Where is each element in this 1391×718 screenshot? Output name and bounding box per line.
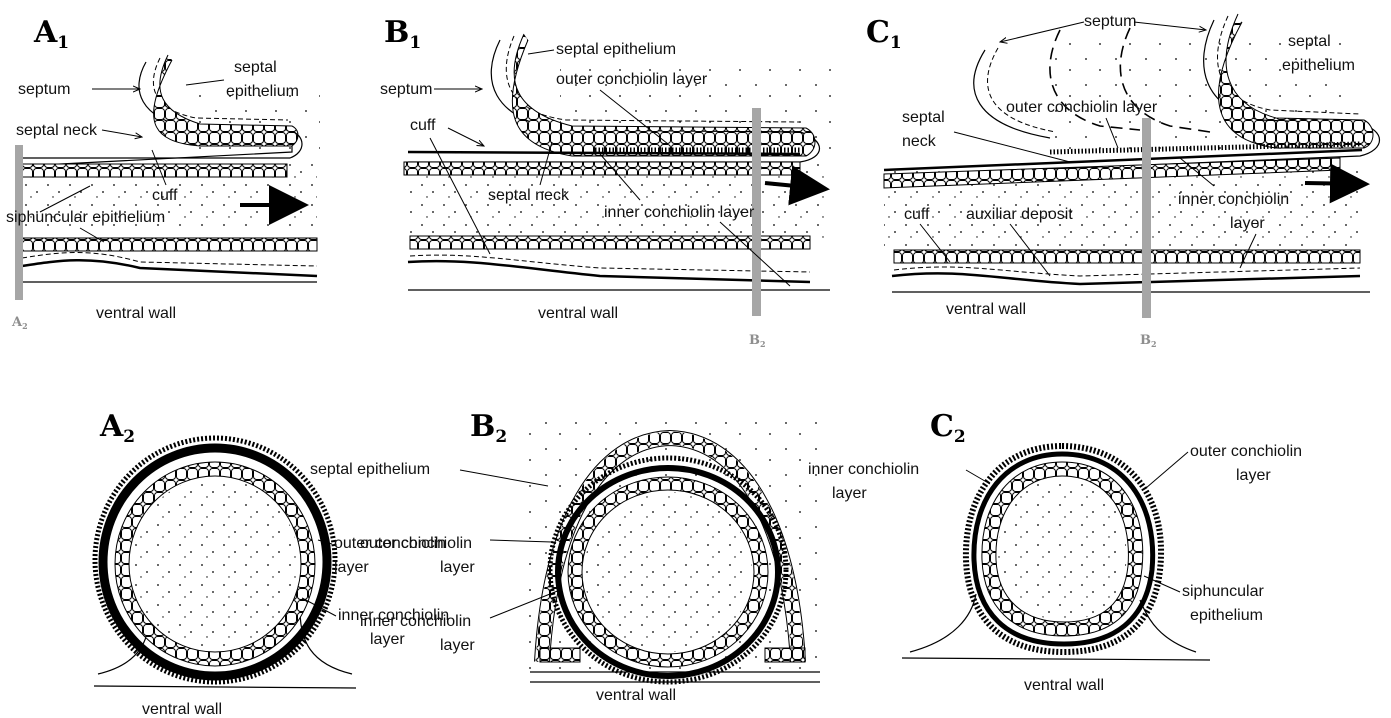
label-septal-neck-c1-l2: neck (902, 133, 937, 150)
label-cuff-a1: cuff (152, 187, 178, 204)
septum-old-layer-c1 (988, 48, 1056, 132)
label-outer-conchiolin-b2-l1: outer conchiolin (360, 535, 472, 552)
panel-b1-title: B1 (384, 15, 421, 53)
section-line-b2-c1 (1142, 118, 1151, 318)
siphuncle-lumen-dots-b2 (584, 492, 752, 652)
leader-cuff-b1 (448, 128, 484, 146)
label-inner-conchiolin-b2-l1: inner conchiolin (360, 613, 471, 630)
leader-septal-neck-a1 (102, 130, 142, 137)
label-outer-conchiolin-c2-l2: layer (1236, 467, 1271, 484)
panel-c1-title: C1 (866, 15, 902, 53)
section-label-a2: A2 (11, 315, 28, 331)
label-siphuncular-epithelium-a1: siphuncular epithelium (6, 209, 165, 226)
panel-a1: A1 A2 septum septal epithelium septal ne… (6, 15, 320, 331)
siphuncular-epithelium-upper-a1 (22, 164, 287, 177)
label-ventral-wall-c2: ventral wall (1024, 677, 1104, 694)
cuff-lower-a1 (22, 253, 317, 267)
septal-foot-left-b2 (540, 648, 580, 662)
label-inner-conchiolin-c2-l1: inner conchiolin (808, 461, 919, 478)
siphuncle-lumen-dots-a2 (131, 478, 299, 650)
label-ventral-wall-a2: ventral wall (142, 701, 222, 718)
label-cuff-b1: cuff (410, 117, 436, 134)
siphuncular-epithelium-upper-b1 (404, 162, 800, 175)
leader-septum-c1-right (1134, 22, 1206, 30)
label-septum-c1: septum (1084, 13, 1136, 30)
label-septal-epithelium-a1-l2: epithelium (226, 83, 299, 100)
panel-c2-title: C2 (930, 409, 966, 447)
panel-b2: B2 septal epithelium outer conchiolin la… (310, 409, 820, 704)
ventral-wall-base-a2 (94, 686, 356, 688)
label-septal-epithelium-b1: septal epithelium (556, 41, 676, 58)
label-septal-neck-a1: septal neck (16, 122, 98, 139)
ventral-wall-line-b1 (408, 261, 810, 282)
label-inner-conchiolin-b1: inner conchiolin layer (604, 204, 755, 221)
leader-septal-epithelium-b1 (528, 50, 554, 54)
septum-old-c1 (974, 50, 1050, 138)
label-ventral-wall-b1: ventral wall (538, 305, 618, 322)
label-ventral-wall-c1: ventral wall (946, 301, 1026, 318)
septal-foot-right-b2 (765, 648, 805, 662)
panel-b1: B1 B2 septal epithelium septum outer con… (380, 15, 840, 349)
label-outer-conchiolin-b2-l2: layer (440, 559, 475, 576)
label-outer-conchiolin-a2-l2: layer (334, 559, 369, 576)
panel-b2-title: B2 (470, 409, 507, 447)
siphuncular-epithelium-lower-b1 (410, 236, 810, 249)
label-ventral-wall-a1: ventral wall (96, 305, 176, 322)
section-label-b2-c1: B2 (1140, 333, 1157, 349)
panel-c2: C2 inner conchiolin layer outer conchiol… (808, 409, 1302, 694)
label-outer-conchiolin-c1: outer conchiolin layer (1006, 99, 1158, 116)
label-outer-conchiolin-b1: outer conchiolin layer (556, 71, 708, 88)
label-outer-conchiolin-c2-l1: outer conchiolin (1190, 443, 1302, 460)
label-cuff-c1: cuff (904, 206, 930, 223)
panel-a1-title: A1 (33, 15, 69, 53)
label-septum-a1: septum (18, 81, 70, 98)
label-inner-conchiolin-c2-l2: layer (832, 485, 867, 502)
siphuncular-epithelium-lower-a1 (22, 238, 317, 251)
panel-a2: A2 outer conchiolin layer inner conchiol… (94, 409, 449, 718)
leader-outer-conchiolin-c2 (1146, 452, 1188, 488)
label-septal-epithelium-c1-l2: epithelium (1282, 57, 1355, 74)
cuff-lower-b1 (410, 255, 810, 272)
leader-septal-epithelium-a1 (186, 80, 224, 85)
label-ventral-wall-b2: ventral wall (596, 687, 676, 704)
siphuncle-lumen-dots-c2 (998, 478, 1127, 620)
section-label-b2-b1: B2 (749, 333, 766, 349)
leader-inner-conchiolin-c2 (966, 470, 990, 484)
label-inner-conchiolin-a2-l2: layer (370, 631, 405, 648)
label-siphuncular-epithelium-c2-l2: epithelium (1190, 607, 1263, 624)
label-septal-neck-b1: septal neck (488, 187, 570, 204)
label-septal-epithelium-b2: septal epithelium (310, 461, 430, 478)
ventral-wall-base-c2 (902, 658, 1210, 660)
label-septal-epithelium-c1-l1: septal (1288, 33, 1331, 50)
label-inner-conchiolin-c1-l1: inner conchiolin (1178, 191, 1289, 208)
panel-c1: C1 B2 septum septal epithelium outer con… (866, 13, 1380, 349)
label-inner-conchiolin-c1-l2: layer (1230, 215, 1265, 232)
panel-a2-title: A2 (99, 409, 135, 447)
label-siphuncular-epithelium-c2-l1: siphuncular (1182, 583, 1265, 600)
label-septal-epithelium-a1-l1: septal (234, 59, 277, 76)
label-auxiliar-deposit-c1: auxiliar deposit (966, 206, 1073, 223)
label-inner-conchiolin-b2-l2: layer (440, 637, 475, 654)
label-septum-b1: septum (380, 81, 432, 98)
label-septal-neck-c1-l1: septal (902, 109, 945, 126)
growth-arrow-c1 (1305, 183, 1366, 184)
siphuncular-epithelium-lower-c1 (894, 250, 1360, 263)
leader-septum-c1-left (1000, 22, 1084, 42)
